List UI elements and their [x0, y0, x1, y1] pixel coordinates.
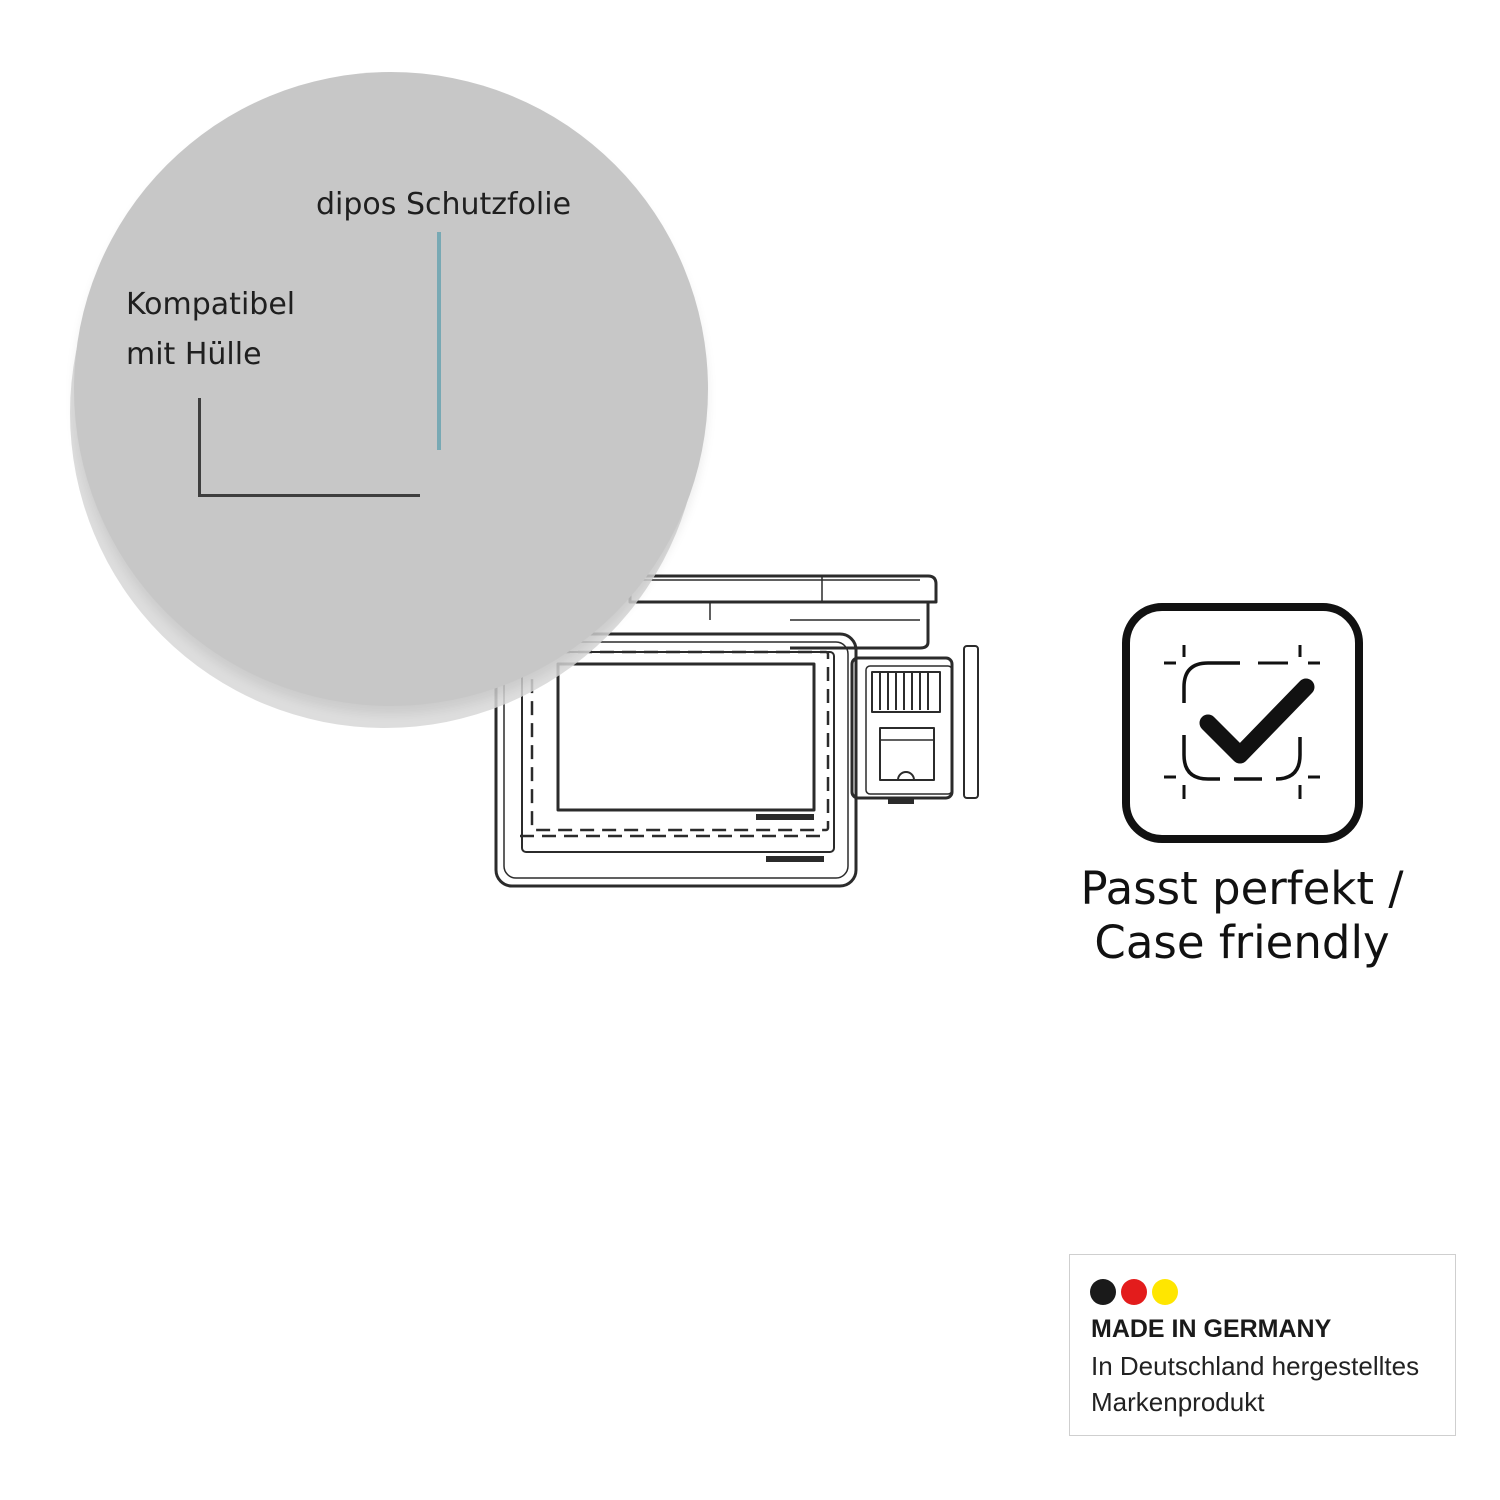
- protective-film-label: dipos Schutzfolie: [316, 187, 572, 222]
- german-flag-dots-icon: [1090, 1279, 1178, 1305]
- device-drawing: [494, 574, 979, 888]
- checkmark-frame-icon: [1122, 603, 1363, 843]
- case-compatible-label-line1: Kompatibel: [126, 287, 296, 322]
- flag-dot-black: [1090, 1279, 1116, 1305]
- case-compatible-label: Kompatibel mit Hülle: [126, 280, 295, 380]
- case-friendly-caption: Passt perfekt / Case friendly: [1040, 862, 1444, 970]
- flag-dot-red: [1121, 1279, 1147, 1305]
- protective-film-indicator-line: [437, 232, 441, 450]
- zoom-detail-circle: [74, 72, 708, 706]
- made-in-germany-badge: MADE IN GERMANY In Deutschland hergestel…: [1069, 1254, 1456, 1436]
- made-in-germany-subtitle-line1: In Deutschland hergestelltes: [1091, 1351, 1420, 1381]
- case-indicator-line-vertical: [198, 398, 201, 496]
- case-friendly-caption-line1: Passt perfekt /: [1080, 862, 1404, 915]
- flag-dot-gold: [1152, 1279, 1178, 1305]
- made-in-germany-subtitle-line2: Markenprodukt: [1091, 1387, 1265, 1417]
- made-in-germany-subtitle: In Deutschland hergestelltes Markenprodu…: [1091, 1348, 1419, 1420]
- case-compatible-label-line2: mit Hülle: [126, 337, 262, 372]
- case-friendly-caption-line2: Case friendly: [1094, 916, 1390, 969]
- made-in-germany-title: MADE IN GERMANY: [1091, 1315, 1332, 1343]
- case-indicator-line-horizontal: [198, 494, 420, 497]
